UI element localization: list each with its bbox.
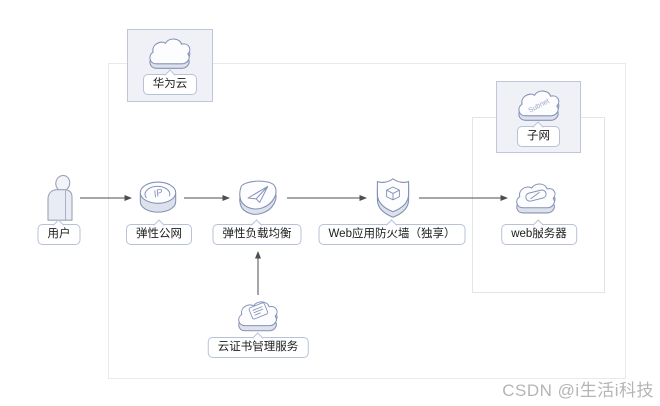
ccm-label: 云证书管理服务 [207,337,309,358]
web-server-label: web服务器 [501,224,577,245]
ccm-icon [234,293,282,336]
waf-icon [371,175,415,221]
elb-label: 弹性负载均衡 [212,224,302,245]
user-icon [41,174,79,222]
watermark: CSDN @i生活i科技 [502,381,654,400]
huawei-cloud-label: 华为云 [142,74,198,95]
huawei-cloud-badge: 华为云 [127,29,213,102]
huawei-cloud-region [108,63,626,379]
elb-icon [232,176,282,220]
huawei-cloud-icon [145,35,195,73]
subnet-icon: Subnet [514,87,564,125]
eip-label: 弹性公网 [126,224,192,245]
subnet-label: 子网 [517,126,560,147]
subnet-badge: Subnet 子网 [496,81,581,153]
eip-icon-text: IP [152,187,165,200]
waf-label: Web应用防火墙（独享） [318,224,466,245]
user-label: 用户 [37,224,81,245]
web-server-icon [512,177,560,218]
eip-icon: IP [135,178,181,218]
